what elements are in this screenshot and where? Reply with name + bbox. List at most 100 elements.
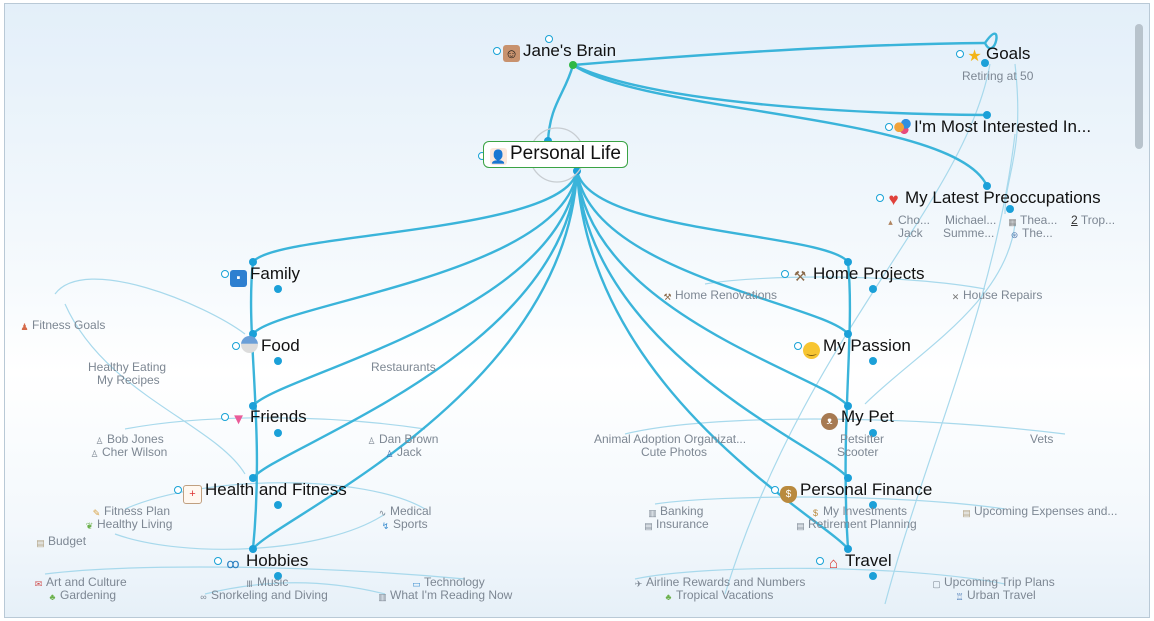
child-fitness-goals[interactable]: ♟Fitness Goals: [19, 319, 105, 333]
thought-janes-brain[interactable]: ☺Jane's Brain: [503, 41, 616, 62]
right-node-dot-4[interactable]: [844, 545, 852, 553]
child-healthy-eating[interactable]: Healthy Eating: [88, 361, 166, 374]
child-home-renovations[interactable]: ⚒Home Renovations: [662, 289, 777, 303]
node-dot-3[interactable]: [983, 111, 991, 119]
child-cher-wilson[interactable]: ♙Cher Wilson: [89, 446, 167, 460]
thought-food[interactable]: Food: [241, 336, 300, 356]
gate-home-projects[interactable]: [781, 270, 789, 278]
child-retiring-at-50[interactable]: Retiring at 50: [962, 70, 1033, 83]
child-upcoming-expenses[interactable]: ▤Upcoming Expenses and...: [961, 505, 1117, 519]
child-house-repairs[interactable]: ✕House Repairs: [950, 289, 1043, 303]
child-snorkeling[interactable]: ∞Snorkeling and Diving: [198, 589, 327, 603]
child-trip-plans[interactable]: ▢Upcoming Trip Plans: [931, 576, 1054, 590]
preoccupation-item-4[interactable]: 2 Trop...: [1071, 214, 1115, 227]
brain-canvas[interactable]: ☺Jane's Brain 👤Personal Life ★Goals Reti…: [4, 3, 1150, 618]
gate-hobbies[interactable]: [214, 557, 222, 565]
right-child-dot-1[interactable]: [869, 357, 877, 365]
left-node-dot-4[interactable]: [249, 545, 257, 553]
thought-family[interactable]: ▪Family: [230, 264, 300, 287]
left-child-dot-1[interactable]: [274, 357, 282, 365]
thought-passion[interactable]: ‿My Passion: [803, 336, 911, 359]
left-child-dot-3[interactable]: [274, 501, 282, 509]
child-petsitter[interactable]: Petsitter: [840, 433, 884, 446]
child-medical[interactable]: ∿Medical: [377, 505, 432, 519]
preoccupation-item-1[interactable]: ▴Cho...: [885, 214, 930, 228]
gate-janes-brain[interactable]: [493, 47, 501, 55]
left-node-dot-3[interactable]: [249, 474, 257, 482]
gate-interested[interactable]: [885, 123, 893, 131]
vertical-scrollbar-thumb[interactable]: [1135, 24, 1143, 149]
child-gardening[interactable]: ♣Gardening: [47, 589, 117, 603]
gate-finance[interactable]: [771, 486, 779, 494]
left-node-dot-2[interactable]: [249, 402, 257, 410]
node-dot-4[interactable]: [983, 182, 991, 190]
thought-travel[interactable]: ⌂Travel: [825, 551, 892, 572]
gate-passion[interactable]: [794, 342, 802, 350]
preoccupation-item-2b[interactable]: Summe...: [943, 227, 994, 240]
thought-finance[interactable]: $Personal Finance: [780, 480, 932, 503]
right-child-dot-2[interactable]: [869, 429, 877, 437]
thought-goals[interactable]: ★Goals: [966, 44, 1030, 65]
child-healthy-living[interactable]: ❦Healthy Living: [84, 518, 173, 532]
child-retirement[interactable]: ▤Retirement Planning: [795, 518, 917, 532]
right-child-dot-0[interactable]: [869, 285, 877, 293]
child-dan-brown[interactable]: ♙Dan Brown: [366, 433, 438, 447]
child-scooter[interactable]: Scooter: [837, 446, 878, 459]
gate-health[interactable]: [174, 486, 182, 494]
child-reading[interactable]: ▥What I'm Reading Now: [377, 589, 512, 603]
thought-home-projects[interactable]: ⚒Home Projects: [790, 264, 925, 285]
preoccupation-item-3[interactable]: ▦Thea...: [1007, 214, 1057, 228]
preoccupation-item-2[interactable]: Michael...: [945, 214, 996, 227]
child-cute-photos[interactable]: Cute Photos: [641, 446, 707, 459]
gate-family[interactable]: [221, 270, 229, 278]
gate-food[interactable]: [232, 342, 240, 350]
right-child-dot-3[interactable]: [869, 501, 877, 509]
right-node-dot-1[interactable]: [844, 330, 852, 338]
child-label: Fitness Goals: [32, 318, 106, 332]
child-tropical[interactable]: ♣Tropical Vacations: [663, 589, 774, 603]
thought-friends[interactable]: ▼Friends: [230, 407, 307, 428]
gate-friends[interactable]: [221, 413, 229, 421]
brain-anchor-dot[interactable]: [569, 61, 577, 69]
gate-preoccupations[interactable]: [876, 194, 884, 202]
gate-goals[interactable]: [956, 50, 964, 58]
child-airline-rewards[interactable]: ✈Airline Rewards and Numbers: [633, 576, 806, 590]
node-dot-1[interactable]: [573, 167, 581, 175]
child-technology[interactable]: ▭Technology: [411, 576, 484, 590]
left-node-dot-0[interactable]: [249, 258, 257, 266]
right-node-dot-3[interactable]: [844, 474, 852, 482]
child-restaurants[interactable]: Restaurants: [371, 361, 436, 374]
gate-janes-brain-parent[interactable]: [545, 35, 553, 43]
child-vets[interactable]: Vets: [1030, 433, 1053, 446]
thought-personal-life[interactable]: 👤Personal Life: [483, 141, 628, 168]
node-dot-5[interactable]: [1006, 205, 1014, 213]
left-child-dot-2[interactable]: [274, 429, 282, 437]
child-jack[interactable]: ♙Jack: [384, 446, 421, 460]
left-child-dot-0[interactable]: [274, 285, 282, 293]
right-node-dot-2[interactable]: [844, 402, 852, 410]
child-animal-adoption[interactable]: Animal Adoption Organizat...: [594, 433, 746, 446]
child-bob-jones[interactable]: ♙Bob Jones: [94, 433, 163, 447]
child-investments[interactable]: $My Investments: [810, 505, 907, 519]
child-urban-travel[interactable]: ♖Urban Travel: [954, 589, 1035, 603]
child-art-culture[interactable]: ✉Art and Culture: [33, 576, 127, 590]
child-sports[interactable]: ↯Sports: [380, 518, 428, 532]
thought-interested[interactable]: I'm Most Interested In...: [894, 117, 1091, 137]
thought-preoccupations[interactable]: ♥My Latest Preoccupations: [885, 188, 1100, 208]
thought-health[interactable]: +Health and Fitness: [183, 480, 347, 504]
node-dot-2[interactable]: [981, 59, 989, 67]
child-budget[interactable]: ▤Budget: [35, 535, 86, 549]
child-insurance[interactable]: ▤Insurance: [643, 518, 708, 532]
preoccupation-item-1b[interactable]: Jack: [898, 227, 923, 240]
left-child-dot-4[interactable]: [274, 572, 282, 580]
child-fitness-plan[interactable]: ✎Fitness Plan: [91, 505, 170, 519]
child-my-recipes[interactable]: My Recipes: [97, 374, 160, 387]
right-child-dot-4[interactable]: [869, 572, 877, 580]
gate-travel[interactable]: [816, 557, 824, 565]
right-node-dot-0[interactable]: [844, 258, 852, 266]
child-banking[interactable]: ▥Banking: [647, 505, 703, 519]
preoccupation-item-3b[interactable]: ⊛The...: [1009, 227, 1053, 241]
